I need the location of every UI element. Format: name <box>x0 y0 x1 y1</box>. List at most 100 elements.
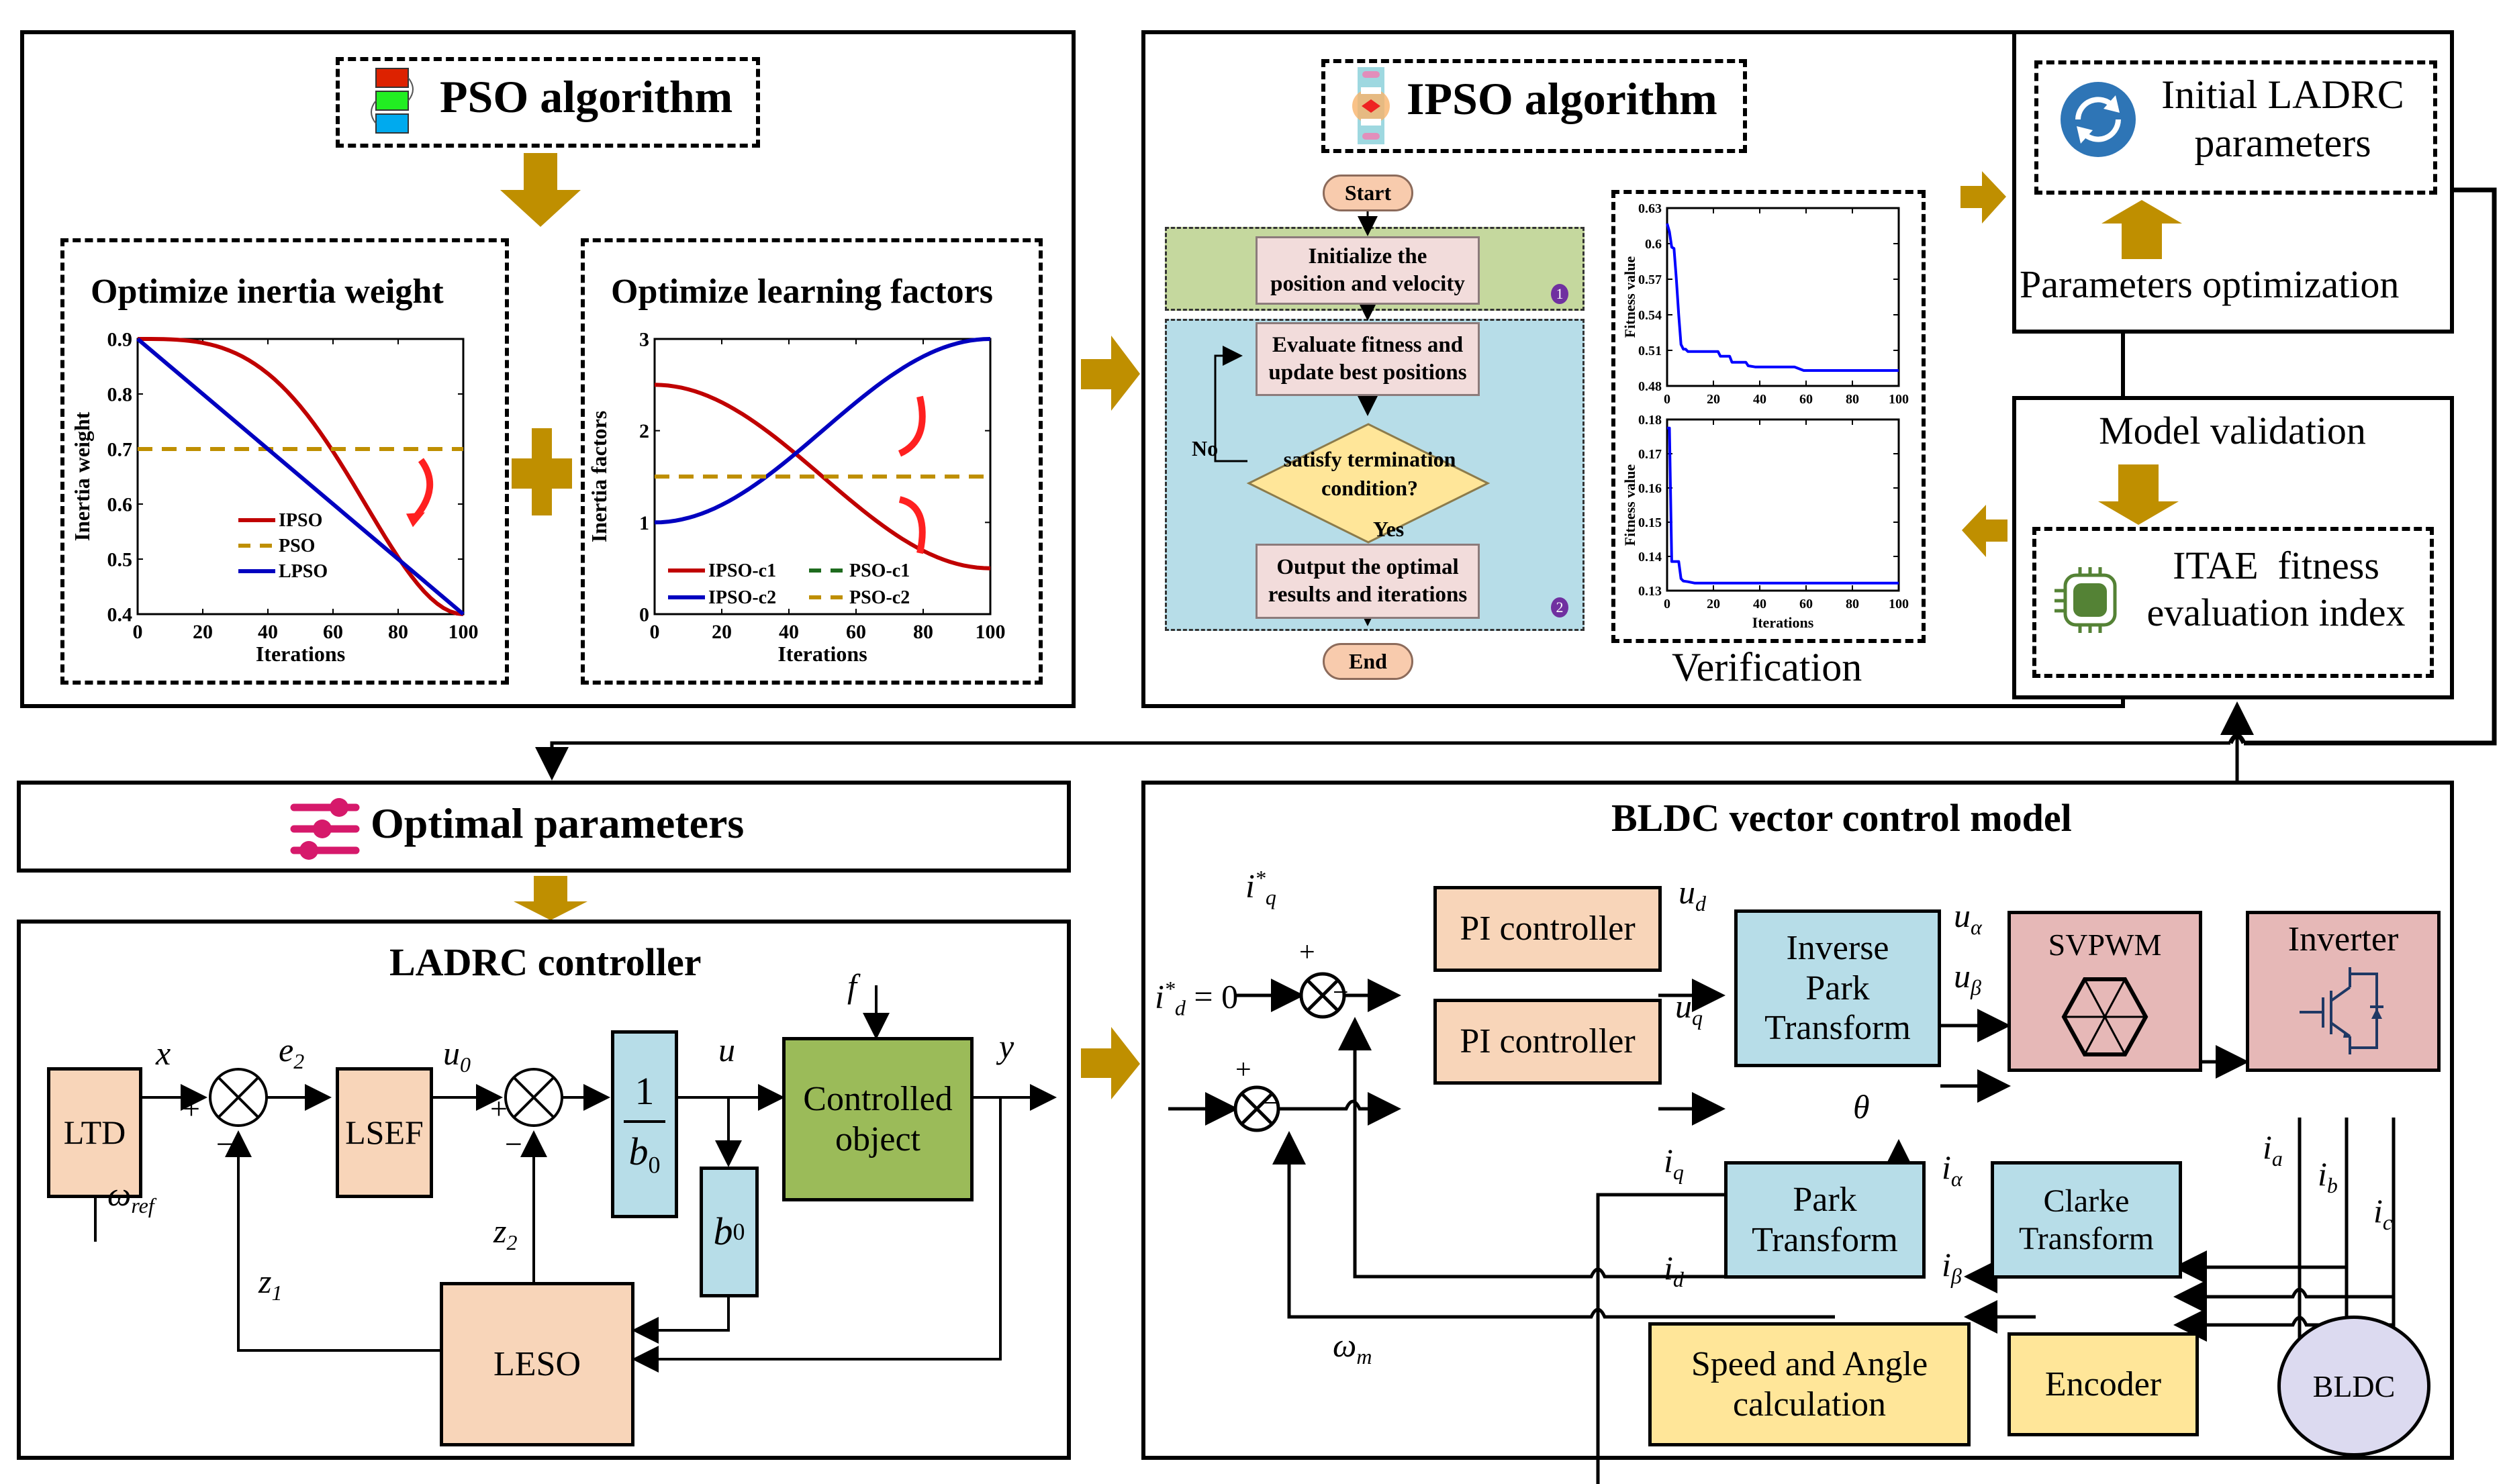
flowchart-icon <box>1352 67 1390 144</box>
x-tick-label: 20 <box>1707 597 1720 611</box>
x-tick-label: 60 <box>846 621 866 643</box>
bldc-title: BLDC vector control model <box>1611 796 2072 840</box>
sum-q-minus: − <box>1333 977 1349 1008</box>
x-axis-label: Iterations <box>256 642 345 666</box>
signal-ia: ia <box>2263 1128 2283 1171</box>
gold-arrow-right-pso-ipso <box>1081 336 1140 411</box>
inverter-block: Inverter <box>2246 911 2441 1072</box>
signal-id-ref: i*d = 0 <box>1155 977 1239 1020</box>
y-axis-label: Inertia factors <box>587 411 611 542</box>
sum-d-minus: − <box>1262 1088 1278 1119</box>
legend-label: LPSO <box>279 561 328 582</box>
x-tick-label: 100 <box>1889 392 1909 407</box>
igbt-icon <box>2300 967 2383 1054</box>
legend-label: PSO <box>279 536 315 556</box>
series-line-fitness <box>1666 223 1899 372</box>
gold-arrow-down-ladrc <box>514 876 587 920</box>
optimal-params-title: Optimal parameters <box>371 799 745 847</box>
sum2-plus: + <box>490 1091 508 1126</box>
y-tick-label: 3 <box>639 329 649 351</box>
x-tick-label: 60 <box>1799 597 1813 611</box>
plot-area <box>1666 418 1900 592</box>
bldc-motor: BLDC <box>2277 1316 2430 1456</box>
ipso-title-box <box>1321 59 1747 153</box>
x-tick-label: 0 <box>1664 392 1670 407</box>
hexagon-vector-icon <box>2061 977 2148 1056</box>
signal-x: x <box>156 1034 171 1072</box>
y-tick-label: 0 <box>639 604 649 626</box>
series-line-lpso <box>136 337 465 616</box>
pso-title-box <box>336 57 760 148</box>
x-tick-label: 0 <box>133 621 143 643</box>
signal-ubeta: uβ <box>1954 957 1981 999</box>
signal-id: id <box>1664 1249 1684 1291</box>
y-tick-label: 0.18 <box>1638 413 1662 428</box>
y-tick-label: 0.14 <box>1638 550 1662 564</box>
gold-arrow-left-validation-ipso <box>1962 505 2007 557</box>
initial-params-box <box>2034 60 2437 195</box>
signal-ialpha: iα <box>1942 1148 1963 1191</box>
x-tick-label: 80 <box>1846 597 1859 611</box>
x-tick-label: 60 <box>1799 392 1813 407</box>
inertia-weight-title: Optimize inertia weight <box>91 273 444 311</box>
red-curved-arrow-icon <box>898 395 926 457</box>
y-tick-label: 0.51 <box>1638 344 1662 358</box>
sum1-minus: − <box>216 1127 234 1161</box>
y-tick-label: 0.16 <box>1638 481 1662 496</box>
sum1-plus: + <box>183 1091 200 1126</box>
leso-block: LESO <box>440 1282 634 1446</box>
params-optimization-label: Parameters optimization <box>2020 262 2400 306</box>
signal-u0: u0 <box>443 1034 471 1077</box>
series-line-ipso <box>138 337 464 616</box>
pi-controller-q: PI controller <box>1433 886 1662 972</box>
signal-ualpha: uα <box>1954 897 1982 939</box>
stage1-badge: 1 <box>1551 284 1568 304</box>
legend-label: PSO-c1 <box>849 560 910 581</box>
legend-label: IPSO-c2 <box>708 587 776 608</box>
signal-z2: z2 <box>493 1212 518 1254</box>
ipso-title: IPSO algorithm <box>1407 73 1717 124</box>
optimal-params-panel <box>17 781 1071 873</box>
model-validation-title: Model validation <box>2099 409 2366 452</box>
signal-z1: z1 <box>258 1263 283 1305</box>
gain-inverse-b0-block: 1 b0 <box>611 1030 678 1218</box>
gold-arrow-down <box>500 153 581 227</box>
x-tick-label: 80 <box>388 621 408 643</box>
x-tick-label: 0 <box>1664 597 1670 611</box>
x-tick-label: 80 <box>1846 392 1859 407</box>
signal-f: f <box>847 967 857 1005</box>
x-tick-label: 40 <box>779 621 799 643</box>
x-axis-label: Iterations <box>777 642 867 666</box>
signal-e2: e2 <box>279 1031 305 1073</box>
signal-ic: ic <box>2373 1192 2393 1234</box>
learning-factors-title: Optimize learning factors <box>611 273 993 311</box>
pso-title: PSO algorithm <box>440 71 733 122</box>
y-tick-label: 0.6 <box>1645 237 1662 252</box>
gold-plus-icon <box>512 428 572 515</box>
flow-yes-label: Yes <box>1373 517 1405 541</box>
x-tick-label: 40 <box>1753 597 1766 611</box>
y-tick-label: 1 <box>639 512 649 534</box>
y-tick-label: 0.4 <box>107 604 133 626</box>
verification-label: Verification <box>1672 645 1862 689</box>
y-axis-label: Fitness value <box>1621 256 1638 338</box>
x-tick-label: 40 <box>258 621 278 643</box>
signal-omega-ref: ωref <box>107 1175 154 1218</box>
ltd-block: LTD <box>47 1067 142 1198</box>
y-tick-label: 0.7 <box>107 439 133 461</box>
x-tick-label: 20 <box>193 621 213 643</box>
itae-box <box>2032 527 2434 678</box>
signal-u: u <box>718 1031 735 1069</box>
plot-area <box>1666 207 1900 387</box>
ladrc-title: LADRC controller <box>389 940 702 984</box>
